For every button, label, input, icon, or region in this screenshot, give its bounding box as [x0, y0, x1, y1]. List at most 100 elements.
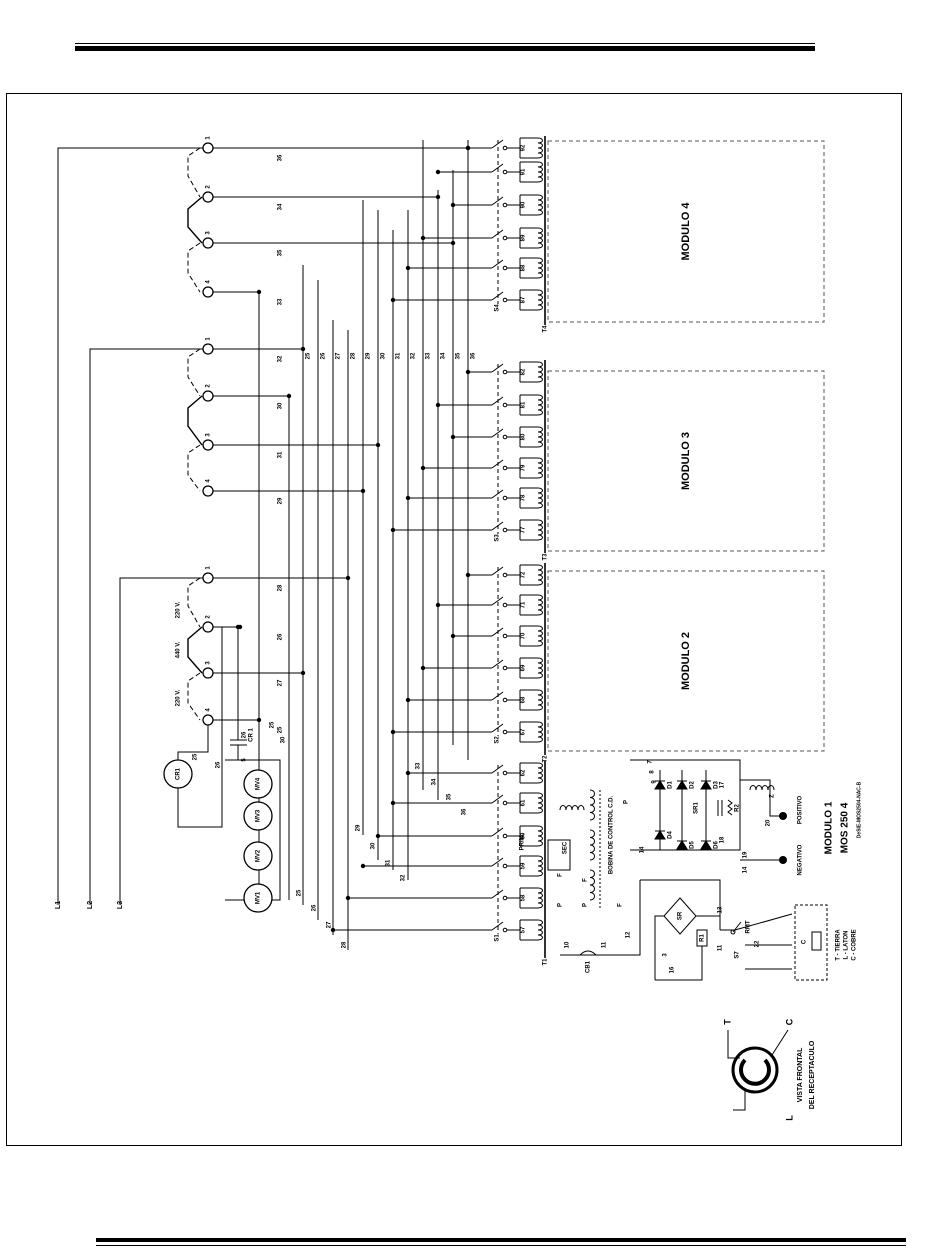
- transformer-label: T3: [543, 553, 549, 561]
- wire-number: 32: [411, 352, 417, 359]
- tap-number: 4: [206, 479, 212, 483]
- wire-number: 27: [336, 352, 342, 359]
- contact-label: CR 1: [249, 728, 255, 742]
- receptacle-l-label: L: [784, 1115, 794, 1121]
- junction-dot: [375, 833, 381, 839]
- junction-dot: [420, 465, 426, 471]
- wire-number: 30: [381, 352, 387, 359]
- component-label: C: [802, 939, 808, 944]
- wire-number: 33: [416, 762, 422, 769]
- junction-dot: [435, 169, 441, 175]
- resistor: [727, 799, 733, 816]
- wire-number: 8: [650, 770, 656, 774]
- secondary-number: 71: [521, 601, 527, 608]
- wire-number: 11: [602, 941, 608, 948]
- tap-link: [187, 395, 203, 446]
- switch-contact: [502, 863, 508, 869]
- wire-number: 20: [766, 819, 772, 826]
- title-model: MOS 250 4: [840, 802, 851, 853]
- tap-number: 3: [206, 433, 212, 437]
- tap-terminal: [202, 485, 214, 497]
- secondary-number: 82: [521, 368, 527, 375]
- wire-number: 19: [743, 851, 749, 858]
- wire-number: 29: [356, 824, 362, 831]
- wire-number: 32: [401, 874, 407, 881]
- switch-contact: [502, 895, 508, 901]
- bridge-label: SR1: [694, 802, 700, 814]
- secondary-coil: [537, 361, 543, 383]
- switch-label: S4: [495, 304, 501, 312]
- switch-blade: [491, 259, 504, 269]
- junction-dot: [450, 633, 456, 639]
- secondary-coil: [537, 594, 543, 616]
- wire-number: 25: [297, 889, 303, 896]
- tap-number: 2: [206, 615, 212, 619]
- wire-number: 31: [396, 352, 402, 359]
- positive-terminal: [779, 812, 787, 820]
- wire: [177, 626, 223, 828]
- tap-terminal: [202, 343, 214, 355]
- transformer-label: T4: [543, 325, 549, 333]
- switch-contact: [502, 602, 508, 608]
- tap-number: 1: [206, 566, 212, 570]
- component-label: RMT: [746, 920, 752, 933]
- control-label: F: [558, 873, 564, 877]
- secondary-number: 70: [521, 632, 527, 639]
- switch-contact: [502, 527, 508, 533]
- secondary-coil: [537, 519, 543, 541]
- tap-terminal: [202, 142, 214, 154]
- wire-number: 26: [216, 761, 222, 768]
- control-label: P: [583, 903, 589, 907]
- secondary-coil: [537, 137, 543, 159]
- diode: [654, 830, 666, 840]
- wire-number: 28: [351, 352, 357, 359]
- junction-dot: [360, 863, 366, 869]
- junction-dot: [420, 235, 426, 241]
- wire-number: 26: [321, 352, 327, 359]
- receptacle-t-label: T: [722, 1019, 732, 1025]
- wire-number: 26: [312, 904, 318, 911]
- receptacle-caption: VISTA FRONTAL: [797, 1047, 804, 1102]
- secondary-number: 57: [521, 926, 527, 933]
- secondary-coil: [537, 564, 543, 586]
- diode: [700, 780, 712, 790]
- wire-number: 33: [426, 352, 432, 359]
- diode-label: D4: [668, 831, 674, 839]
- switch-contact: [502, 465, 508, 471]
- junction-dot: [256, 717, 262, 723]
- wire-number: 25: [306, 352, 312, 359]
- wire-number: 30: [281, 736, 287, 743]
- tap-jumper: [187, 444, 201, 492]
- secondary-coil: [537, 227, 543, 249]
- fan-label: MV2: [256, 849, 262, 862]
- receptacle-lead-l: [733, 1090, 746, 1111]
- diagram-frame: [6, 93, 902, 1146]
- junction-dot: [286, 393, 292, 399]
- secondary-coil: [537, 919, 543, 941]
- title-code: DeSIE-MOS2504-NAC-B: [856, 781, 862, 838]
- wire-number: 30: [278, 402, 284, 409]
- junction-dot: [450, 434, 456, 440]
- bridge-sr: [663, 897, 697, 935]
- junction-dot: [465, 369, 471, 375]
- switch-contact: [502, 145, 508, 151]
- wire-number: 13: [718, 906, 724, 913]
- receptacle-caption: DEL RECEPTACULO: [809, 1040, 816, 1109]
- secondary-coil: [537, 792, 543, 814]
- receptacle-slot: [739, 1058, 771, 1086]
- junction-dot: [390, 297, 396, 303]
- switch-blade: [491, 596, 504, 606]
- control-coil: [589, 789, 595, 821]
- secondary-number: 90: [521, 201, 527, 208]
- secondary-number: 77: [521, 526, 527, 533]
- junction-dot: [465, 572, 471, 578]
- junction-dot: [345, 575, 351, 581]
- wire-number: 25: [270, 721, 276, 728]
- wire-number: 3: [663, 953, 669, 957]
- secondary-coil: [537, 394, 543, 416]
- junction-dot: [450, 240, 456, 246]
- component-label: Z: [770, 794, 776, 798]
- tap-number: 1: [206, 337, 212, 341]
- wire-number: 14: [743, 866, 749, 873]
- switch-contact: [502, 265, 508, 271]
